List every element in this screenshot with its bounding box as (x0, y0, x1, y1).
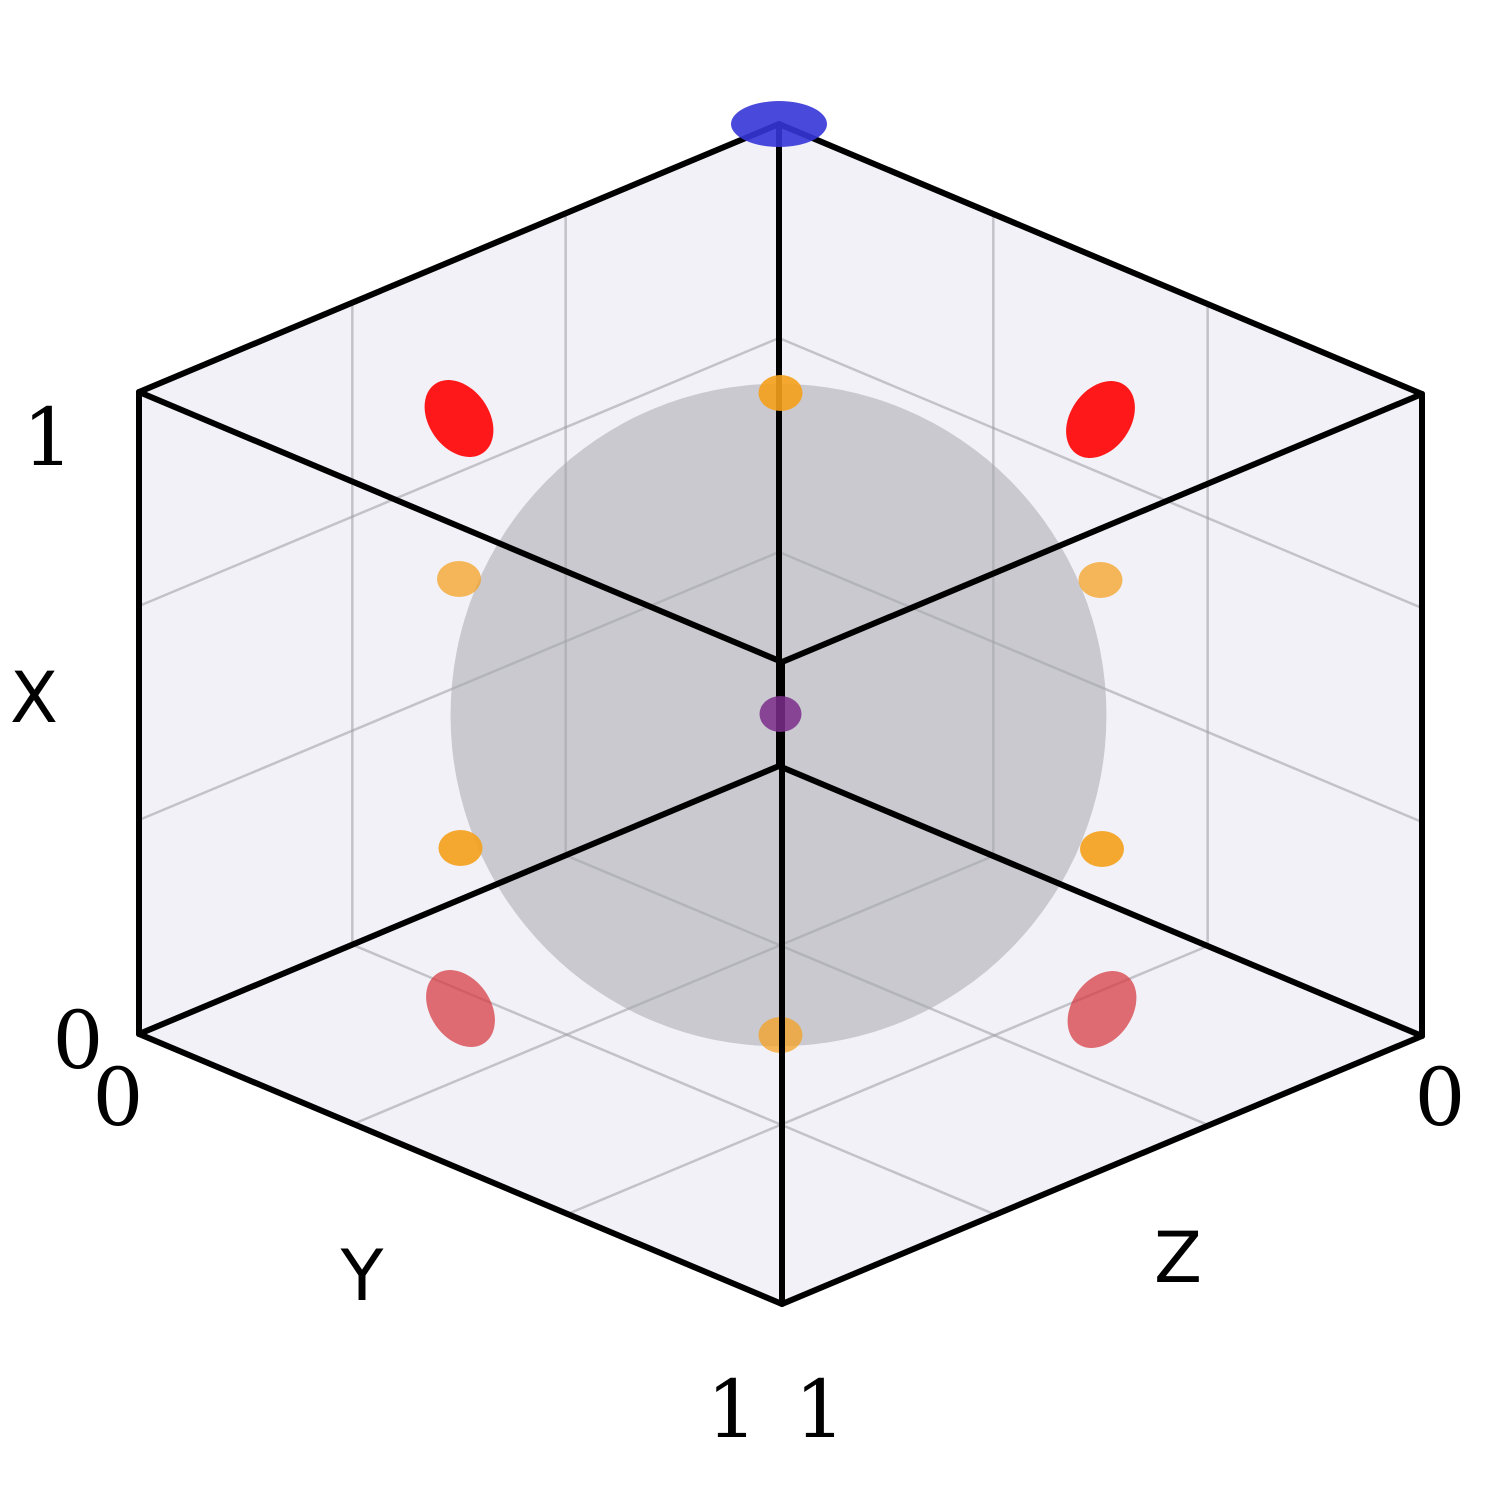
edge-bottom-back-left (136, 763, 782, 1037)
grid-line-ypane-x0 (138, 336, 780, 608)
data-point-11 (731, 101, 827, 147)
data-point-8 (426, 970, 495, 1047)
z-tick-1: 1 (795, 1363, 846, 1456)
data-point-10 (1066, 381, 1135, 458)
grid-line-zpane-x0 (778, 336, 1423, 610)
edge-bottom-back-right (776, 763, 1425, 1039)
y-axis-label: Y (340, 1235, 384, 1317)
edge-top-back-left (136, 121, 782, 395)
y-tick-0: 0 (93, 1051, 144, 1144)
data-point-0 (759, 696, 802, 732)
points-front-layer (424, 101, 1135, 867)
edge-top-front-right (779, 391, 1425, 665)
x-axis-label: X (10, 657, 58, 739)
cube-edges (136, 121, 1425, 1307)
data-point-3 (1080, 831, 1124, 867)
data-point-7 (1067, 971, 1137, 1048)
data-point-5 (438, 830, 483, 866)
data-point-2 (758, 375, 803, 411)
edge-top-back-right (776, 121, 1425, 397)
edge-bottom-left (136, 1031, 785, 1307)
y-tick-1: 1 (707, 1363, 758, 1456)
data-point-9 (424, 380, 494, 457)
z-tick-0: 0 (1415, 1051, 1466, 1144)
z-axis-label: Z (1154, 1217, 1202, 1299)
data-point-4 (437, 561, 481, 597)
data-point-6 (1078, 562, 1123, 598)
x-tick-0: 0 (53, 994, 104, 1087)
x-tick-1: 1 (23, 391, 74, 484)
edge-top-front-left (136, 389, 785, 665)
edge-bottom-right (779, 1033, 1425, 1307)
